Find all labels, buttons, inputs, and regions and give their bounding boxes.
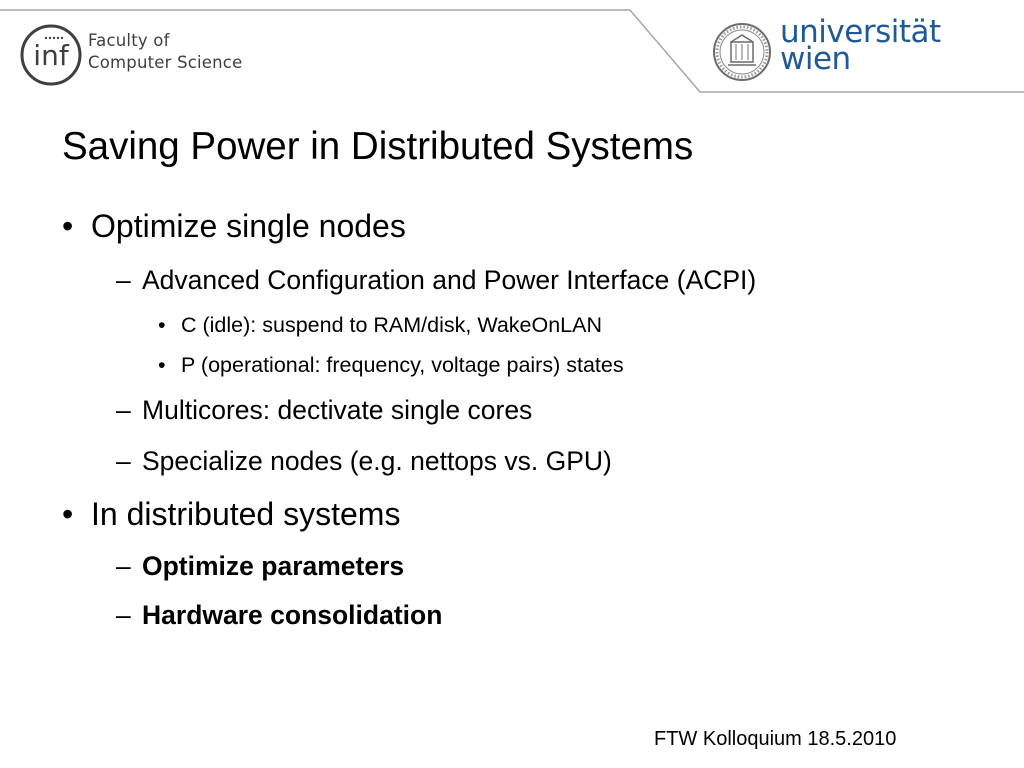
bullet-marker: • (62, 496, 74, 532)
bullet-multicores: –Multicores: dectivate single cores (116, 394, 532, 426)
university-line-2: wien (780, 41, 851, 77)
bullet-text: Multicores: dectivate single cores (142, 395, 533, 425)
bullet-acpi: –Advanced Configuration and Power Interf… (116, 264, 756, 296)
bullet-text: P (operational: frequency, voltage pairs… (181, 353, 624, 377)
bullet-c-idle: • C (idle): suspend to RAM/disk, WakeOnLA… (158, 312, 602, 338)
bullet-optimize-parameters: –Optimize parameters (116, 550, 404, 582)
inf-logo-icon: inf (20, 24, 82, 86)
bullet-marker: • (158, 313, 166, 337)
bullet-text: Advanced Configuration and Power Interfa… (142, 265, 757, 295)
university-line-1: universität (780, 14, 941, 50)
faculty-line-2: Computer Science (88, 53, 243, 72)
bullet-p-operational: • P (operational: frequency, voltage pair… (158, 352, 624, 378)
bullet-specialize-nodes: –Specialize nodes (e.g. nettops vs. GPU) (116, 445, 612, 477)
bullet-marker: – (116, 600, 131, 630)
bullet-marker: – (116, 265, 131, 295)
bullet-optimize-single-nodes: • Optimize single nodes (62, 207, 406, 245)
slide-footer: FTW Kolloquium 18.5.2010 (654, 728, 897, 750)
bullet-distributed-systems: • In distributed systems (62, 495, 400, 533)
university-seal-icon (713, 23, 771, 81)
bullet-text: C (idle): suspend to RAM/disk, WakeOnLAN (181, 313, 602, 337)
bullet-marker: • (158, 353, 166, 377)
bullet-marker: – (116, 551, 131, 581)
bullet-hardware-consolidation: –Hardware consolidation (116, 599, 442, 631)
bullet-text: Optimize parameters (142, 551, 405, 581)
bullet-marker: – (116, 446, 131, 476)
slide-header: inf Faculty of Computer Science universi… (0, 0, 1024, 100)
slide-title: Saving Power in Distributed Systems (62, 125, 694, 168)
faculty-line-1: Faculty of (88, 31, 170, 50)
university-wordmark: universität wien (780, 14, 941, 77)
bullet-text: Hardware consolidation (142, 600, 443, 630)
bullet-marker: – (116, 395, 131, 425)
faculty-name: Faculty of Computer Science (88, 30, 242, 74)
bullet-text: Specialize nodes (e.g. nettops vs. GPU) (142, 446, 612, 476)
bullet-marker: • (62, 208, 74, 244)
inf-logo-letters: inf (33, 39, 70, 72)
header-divider-line (0, 9, 1024, 93)
bullet-text: In distributed systems (91, 496, 401, 532)
bullet-text: Optimize single nodes (91, 208, 406, 244)
